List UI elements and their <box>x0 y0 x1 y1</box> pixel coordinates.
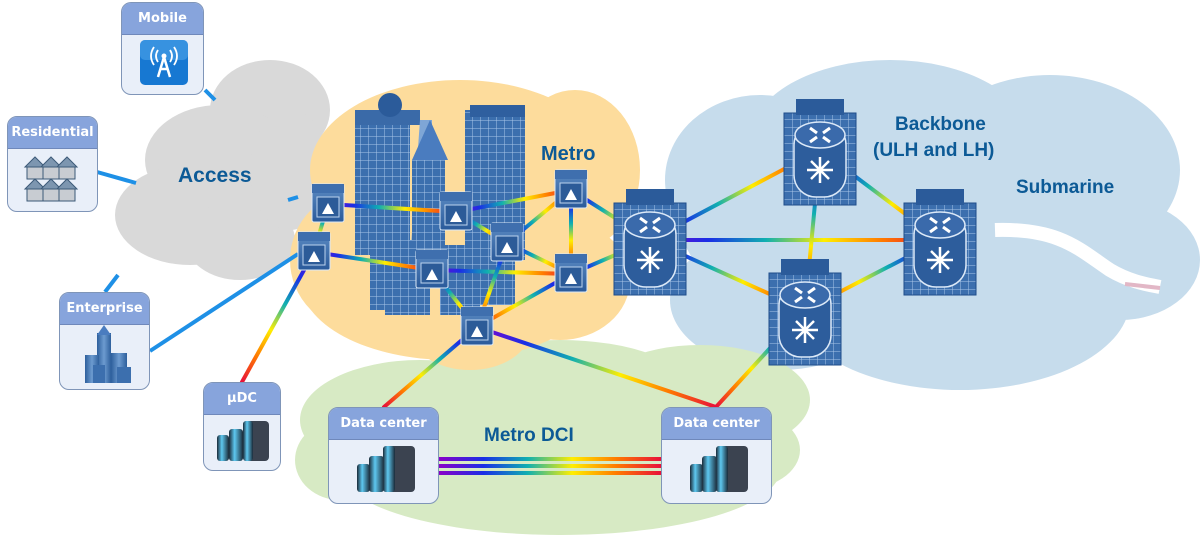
wdm-link-m2-udc <box>240 250 316 384</box>
wdm-link-m2-m5 <box>312 250 434 272</box>
router-arrows-icon <box>639 216 661 234</box>
dci-wavelength-link <box>439 471 661 475</box>
wdm-link-m8-dc2 <box>475 325 718 409</box>
wdm-link-m3-m6 <box>454 188 573 214</box>
router-part <box>652 216 661 225</box>
router-arrows-icon <box>794 286 816 304</box>
endpoint-data-center-2[interactable]: Data center <box>661 407 772 504</box>
metro-node-m6[interactable] <box>554 169 588 209</box>
backbone-sublabel: (ULH and LH) <box>873 140 994 161</box>
router-arrows-icon <box>809 126 831 144</box>
office-buildings-icon <box>84 325 131 383</box>
router-arrows-icon <box>929 216 951 234</box>
router-part <box>794 295 803 304</box>
router-part <box>810 160 830 180</box>
router-part <box>929 225 938 234</box>
metro-nodes <box>297 169 588 346</box>
metro-node-m3[interactable] <box>439 191 473 231</box>
endpoint-data-center-1[interactable]: Data center <box>328 407 439 504</box>
router-part <box>639 225 648 234</box>
router-part <box>930 250 950 270</box>
link-access-metro <box>287 195 299 202</box>
endpoint-label: Data center <box>329 408 438 440</box>
router-part <box>809 126 818 135</box>
metro-node-m2[interactable] <box>297 231 331 271</box>
submarine-cable-gap <box>994 222 1162 294</box>
access-links <box>96 88 300 353</box>
wdm-link-m1-m3 <box>326 202 458 214</box>
metro-node-m4[interactable] <box>490 222 524 262</box>
optical-cross-connect-icon <box>637 247 663 273</box>
router-top <box>796 99 844 115</box>
router-part <box>794 286 803 295</box>
endpoint-enterprise[interactable]: Enterprise <box>59 292 150 390</box>
endpoint-udc[interactable]: µDC <box>203 382 281 471</box>
metro-dci-label: Metro DCI <box>484 425 574 446</box>
router-part <box>639 216 648 225</box>
router-part <box>779 281 831 309</box>
submarine-cable-tint <box>1124 282 1161 290</box>
router-part <box>809 135 818 144</box>
metro-label: Metro <box>541 143 595 165</box>
houses-icon <box>23 156 78 202</box>
router-part <box>652 225 661 234</box>
endpoint-label: Enterprise <box>60 293 149 325</box>
endpoint-mobile[interactable]: Mobile <box>121 2 204 95</box>
backbone-routers <box>613 99 977 366</box>
link-enterprise-access <box>103 273 120 294</box>
router-part <box>942 216 951 225</box>
router-part <box>822 126 831 135</box>
server-rack-icon <box>689 446 748 492</box>
link-mobile-access <box>203 88 217 102</box>
endpoint-label: Data center <box>662 408 771 440</box>
backbone-router-r2[interactable] <box>783 99 857 206</box>
dci-wavelength-link <box>439 457 661 461</box>
wdm-link-m5-m7 <box>430 268 573 276</box>
router-part <box>807 295 816 304</box>
server-rack-icon <box>217 421 269 461</box>
optical-cross-connect-icon <box>807 157 833 183</box>
router-part <box>794 121 846 149</box>
router-top <box>916 189 964 205</box>
backbone-label: Backbone <box>895 114 986 135</box>
endpoint-label: Mobile <box>122 3 203 35</box>
access-label: Access <box>178 164 252 187</box>
metro-node-m1[interactable] <box>311 183 345 223</box>
router-part <box>624 211 676 239</box>
server-rack-icon <box>356 446 415 492</box>
backbone-router-r3[interactable] <box>903 189 977 296</box>
link-enterprise-metro <box>148 252 300 353</box>
optical-cross-connect-icon <box>792 317 818 343</box>
optical-cross-connect-icon <box>927 247 953 273</box>
metro-node-m5[interactable] <box>415 249 449 289</box>
endpoint-residential[interactable]: Residential <box>7 116 98 212</box>
cell-tower-icon <box>139 40 188 85</box>
router-part <box>822 135 831 144</box>
router-part <box>795 320 815 340</box>
link-residential-access <box>96 170 137 185</box>
endpoint-label: µDC <box>204 383 280 415</box>
router-part <box>942 225 951 234</box>
submarine-label: Submarine <box>1016 177 1114 198</box>
router-part <box>914 211 966 239</box>
metro-node-m7[interactable] <box>554 253 588 293</box>
endpoint-label: Residential <box>8 117 97 149</box>
backbone-router-r1[interactable] <box>613 189 687 296</box>
router-part <box>807 286 816 295</box>
dci-wavelength-link <box>439 464 661 468</box>
router-top <box>626 189 674 205</box>
router-part <box>640 250 660 270</box>
access-cloud <box>115 60 330 280</box>
router-part <box>929 216 938 225</box>
router-top <box>781 259 829 275</box>
metro-node-m8[interactable] <box>460 306 494 346</box>
backbone-router-r4[interactable] <box>768 259 842 366</box>
